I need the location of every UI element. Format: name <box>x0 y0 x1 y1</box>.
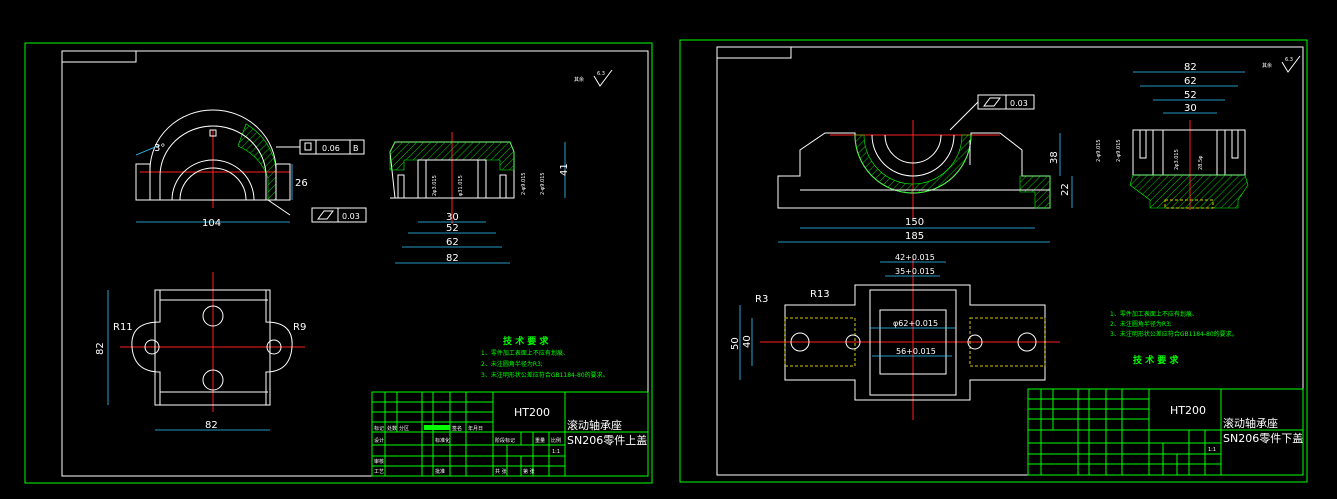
right-plan-42: 42+0.015 <box>895 253 935 262</box>
left-material: HT200 <box>514 406 550 419</box>
right-dia-a: 2φ3.015 <box>1174 149 1180 170</box>
left-tb-small-6: 批准 <box>435 468 445 475</box>
left-tb-small-8: 重量 <box>535 437 545 444</box>
left-tech-note-1: 1、零件加工表面上不应有划痕、 <box>481 349 569 357</box>
left-r11: R11 <box>113 322 133 333</box>
left-outer-border <box>24 42 653 484</box>
left-tb-label-3: 工艺 <box>374 469 384 475</box>
left-tech-requirements: 技 术 要 求 1、零件加工表面上不应有划痕、 2、未注圆角半径为R3; 3、未… <box>481 335 609 379</box>
right-title-block: 1:1 HT200 滚动轴承座 SN206零件下盖 <box>1027 388 1304 476</box>
left-dim-104: 104 <box>202 218 221 229</box>
left-tb-scale: 1:1 <box>552 449 560 455</box>
right-plan-view: 42+0.015 35+0.015 φ62+0.015 56+0.015 R3 … <box>730 253 1060 420</box>
right-dim-150: 150 <box>905 217 924 228</box>
left-tb-small-0: 处数 <box>387 425 397 432</box>
left-tolerance-frame-2 <box>311 207 367 223</box>
right-tech-note-3: 3、未注明形状公差应符合GB1184-80的要求。 <box>1110 330 1238 338</box>
left-tb-small-5: 标准化 <box>435 437 450 444</box>
left-roughness-symbol: 其余 6.3 <box>574 69 613 87</box>
left-dim-52: 52 <box>446 223 459 234</box>
left-tb-small-7: 阶段标记 <box>495 437 515 444</box>
left-roughness-label: 其余 <box>574 76 584 83</box>
right-tech-requirements: 1、零件加工表面上不应有划痕、 2、未注圆角半径为R3; 3、未注明形状公差应符… <box>1110 310 1238 366</box>
right-dim-30: 30 <box>1184 103 1197 114</box>
right-dim-62: 62 <box>1184 76 1197 87</box>
left-tb-label-2: 审核 <box>374 458 384 465</box>
right-vdim-a: 2-φ9.015 <box>1096 139 1102 162</box>
left-vdim-a: 2-φ9.015 <box>521 172 527 195</box>
left-drawing-sheet: 其余 6.3 104 3° 26 <box>24 42 653 484</box>
right-tb-scale: 1:1 <box>1208 447 1216 453</box>
left-plan-dim-82-side: 82 <box>95 342 106 355</box>
right-dim-52: 52 <box>1184 90 1197 101</box>
left-dia-a: 2φ3.015 <box>432 175 438 196</box>
left-tb-small-1: 分区 <box>399 425 409 432</box>
left-tech-note-2: 2、未注圆角半径为R3; <box>481 360 543 368</box>
right-plan-35: 35+0.015 <box>895 267 935 276</box>
left-tb-label-1: 设计 <box>374 437 384 444</box>
right-roughness-label: 其余 <box>1262 62 1272 69</box>
left-roughness-value: 6.3 <box>597 71 605 77</box>
left-dia-b: φ31.015 <box>458 175 464 196</box>
left-dim-82: 82 <box>446 253 459 264</box>
right-vdim-b: 2-φ9.015 <box>1116 139 1122 162</box>
right-code-box <box>716 46 792 59</box>
left-dim-26: 26 <box>295 178 308 189</box>
right-tech-note-2: 2、未注圆角半径为R3; <box>1110 320 1172 328</box>
left-tol-2-value: 0.03 <box>342 212 360 221</box>
left-part-name-1: 滚动轴承座 <box>567 418 622 432</box>
left-tb-small-3: 签名 <box>452 425 462 432</box>
right-tol-value: 0.03 <box>1010 99 1028 108</box>
right-section-view: 82 62 52 30 2-φ9.015 2-φ9.015 2φ3.015 28… <box>1096 62 1249 210</box>
left-r9: R9 <box>293 322 306 333</box>
right-dim-38: 38 <box>1049 151 1060 164</box>
left-title-block: 标记 设计 审核 工艺 处数 分区 签名 年月日 标准化 批准 阶段标记 重量 … <box>371 391 649 477</box>
left-tol-1-datum: B <box>353 144 359 153</box>
right-part-name-1: 滚动轴承座 <box>1223 416 1278 430</box>
right-r13: R13 <box>810 289 830 300</box>
right-outer-border <box>679 39 1308 483</box>
left-part-name-2: SN206零件上盖 <box>567 433 647 447</box>
right-dim-82: 82 <box>1184 62 1197 73</box>
left-tol-1-value: 0.06 <box>322 144 340 153</box>
left-vdim-b: 2-φ9.015 <box>540 172 546 195</box>
right-inner-frame <box>716 46 1304 476</box>
left-tech-title: 技 术 要 求 <box>503 335 549 347</box>
right-material: HT200 <box>1170 404 1206 417</box>
right-part-name-2: SN206零件下盖 <box>1223 431 1303 445</box>
left-code-box <box>61 50 137 63</box>
left-tb-small-11: 第 张 <box>523 468 535 475</box>
left-tb-label-0: 标记 <box>374 425 384 432</box>
left-tb-small-10: 共 张 <box>495 468 507 475</box>
left-angle-label: 3° <box>154 143 165 154</box>
right-dim-185: 185 <box>905 231 924 242</box>
right-dia-b: 28.5φ <box>1198 155 1204 170</box>
left-dim-41: 41 <box>559 163 570 176</box>
left-tech-note-3: 3、未注明形状公差应符合GB1184-80的要求。 <box>481 371 609 379</box>
left-dim-62: 62 <box>446 237 459 248</box>
left-dim-30: 30 <box>446 212 459 223</box>
right-dim-22: 22 <box>1060 183 1071 196</box>
left-section-view: 30 52 62 82 41 2-φ9.015 2-φ9.015 2φ3.015… <box>389 132 570 264</box>
right-plan-56: 56+0.015 <box>896 347 936 356</box>
left-plan-dim-82: 82 <box>205 420 218 431</box>
right-plan-62: φ62+0.015 <box>893 319 938 328</box>
left-inner-frame <box>61 50 649 477</box>
left-tb-small-4: 年月日 <box>468 425 483 432</box>
right-tech-note-1: 1、零件加工表面上不应有划痕、 <box>1110 310 1198 318</box>
right-r3: R3 <box>755 294 768 305</box>
right-drawing-sheet: 其余 6.3 150 185 38 22 0 <box>679 39 1308 483</box>
right-roughness-symbol: 其余 6.3 <box>1262 55 1301 73</box>
right-dim-40: 40 <box>742 335 753 348</box>
right-tech-title: 技 术 要 求 <box>1133 354 1179 366</box>
right-roughness-value: 6.3 <box>1285 57 1293 63</box>
left-front-view: 104 3° 26 0.06 B 0.03 <box>135 109 367 229</box>
right-front-view: 150 185 38 22 0.03 <box>777 94 1073 243</box>
right-dim-50: 50 <box>730 337 741 350</box>
left-plan-view: 82 82 R11 R9 <box>95 272 306 431</box>
left-tolerance-frame-1 <box>299 139 365 155</box>
left-tb-small-9: 比例 <box>551 437 561 444</box>
